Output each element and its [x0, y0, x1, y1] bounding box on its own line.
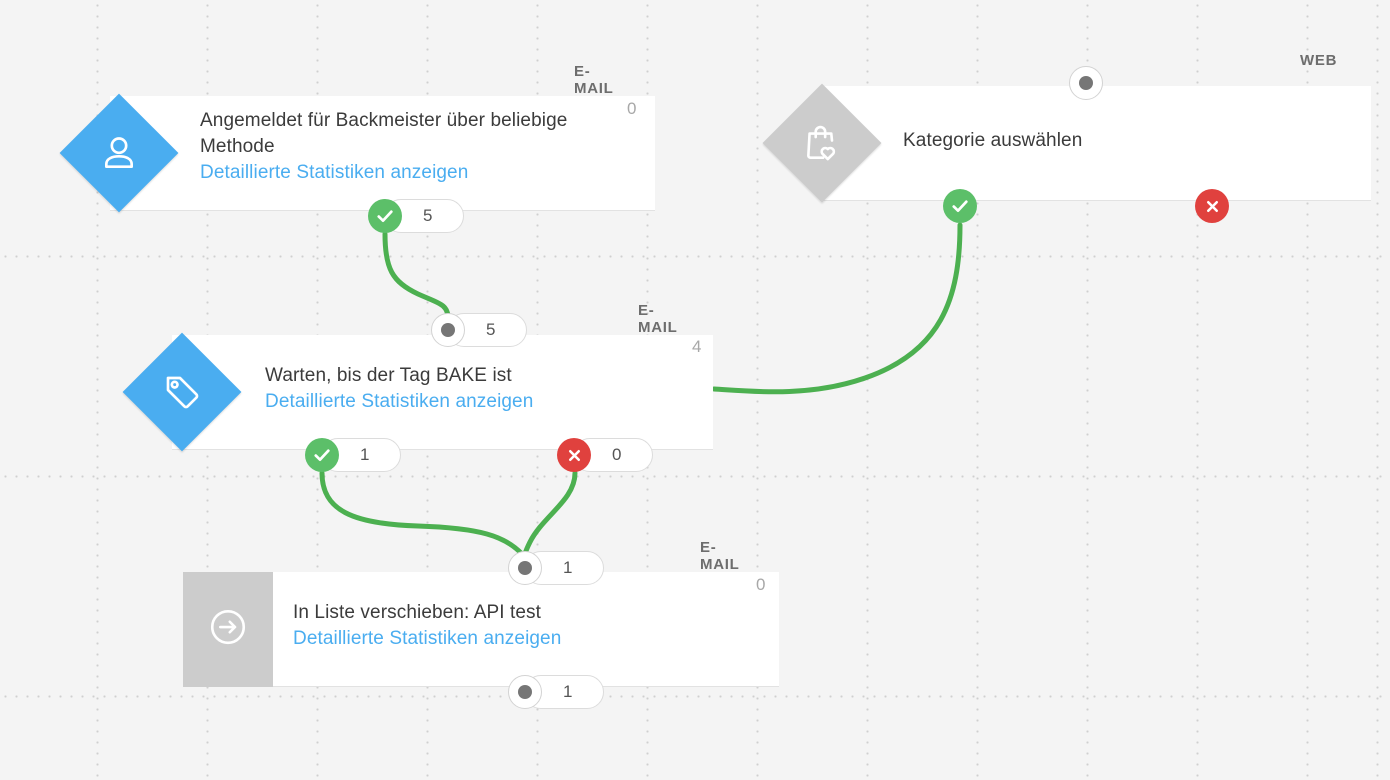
node-title-choose-category: Kategorie auswählen	[903, 130, 1083, 151]
node-link-signup[interactable]: Detaillierte Statistiken anzeigen	[200, 162, 469, 183]
channel-label-web: WEB	[1300, 52, 1338, 69]
node-link-move-list[interactable]: Detaillierte Statistiken anzeigen	[293, 628, 562, 649]
input-dot-badge-move-list[interactable]	[508, 551, 542, 585]
node-count-wait-tag: 4	[692, 337, 702, 356]
dot-glyph	[518, 685, 532, 699]
output-dot-badge-move-list[interactable]	[508, 675, 542, 709]
node-icon-square-move-list[interactable]	[183, 572, 273, 687]
connector-signup-to-wait	[382, 231, 451, 321]
error-badge-choose-category[interactable]	[1195, 189, 1229, 223]
tag-icon	[162, 372, 202, 412]
channel-label-email-2: E-MAIL	[638, 302, 678, 336]
dot-glyph	[1079, 76, 1093, 90]
node-link-wait-tag[interactable]: Detaillierte Statistiken anzeigen	[265, 391, 534, 412]
connector-wait-success-to-move	[319, 470, 525, 557]
success-badge-choose-category[interactable]	[943, 189, 977, 223]
channel-label-email-3: E-MAIL	[700, 539, 740, 573]
success-badge-wait-tag[interactable]	[305, 438, 339, 472]
error-badge-wait-tag[interactable]	[557, 438, 591, 472]
node-title-signup: Angemeldet für Backmeister über beliebig…	[200, 110, 568, 157]
node-title-move-list: In Liste verschieben: API test	[293, 602, 542, 623]
node-title-wait-tag: Warten, bis der Tag BAKE ist	[265, 365, 512, 386]
connector-category-to-wait	[711, 222, 963, 395]
arrow-right-circle-icon	[207, 606, 249, 653]
user-icon	[99, 133, 139, 173]
node-body-wait-tag: Warten, bis der Tag BAKE ist Detailliert…	[265, 363, 695, 415]
dot-glyph	[518, 561, 532, 575]
node-body-choose-category: Kategorie auswählen	[903, 128, 1323, 154]
input-dot-badge-choose-category[interactable]	[1069, 66, 1103, 100]
node-count-signup: 0	[627, 99, 637, 118]
shopping-bag-heart-icon	[801, 122, 843, 164]
channel-label-email: E-MAIL	[574, 63, 614, 97]
node-body-signup: Angemeldet für Backmeister über beliebig…	[200, 108, 630, 186]
dot-glyph	[441, 323, 455, 337]
input-dot-badge-wait-tag[interactable]	[431, 313, 465, 347]
success-badge-signup[interactable]	[368, 199, 402, 233]
connector-wait-error-to-move	[522, 470, 578, 557]
node-count-move-list: 0	[756, 575, 766, 594]
node-body-move-list: In Liste verschieben: API test Detaillie…	[293, 600, 743, 652]
